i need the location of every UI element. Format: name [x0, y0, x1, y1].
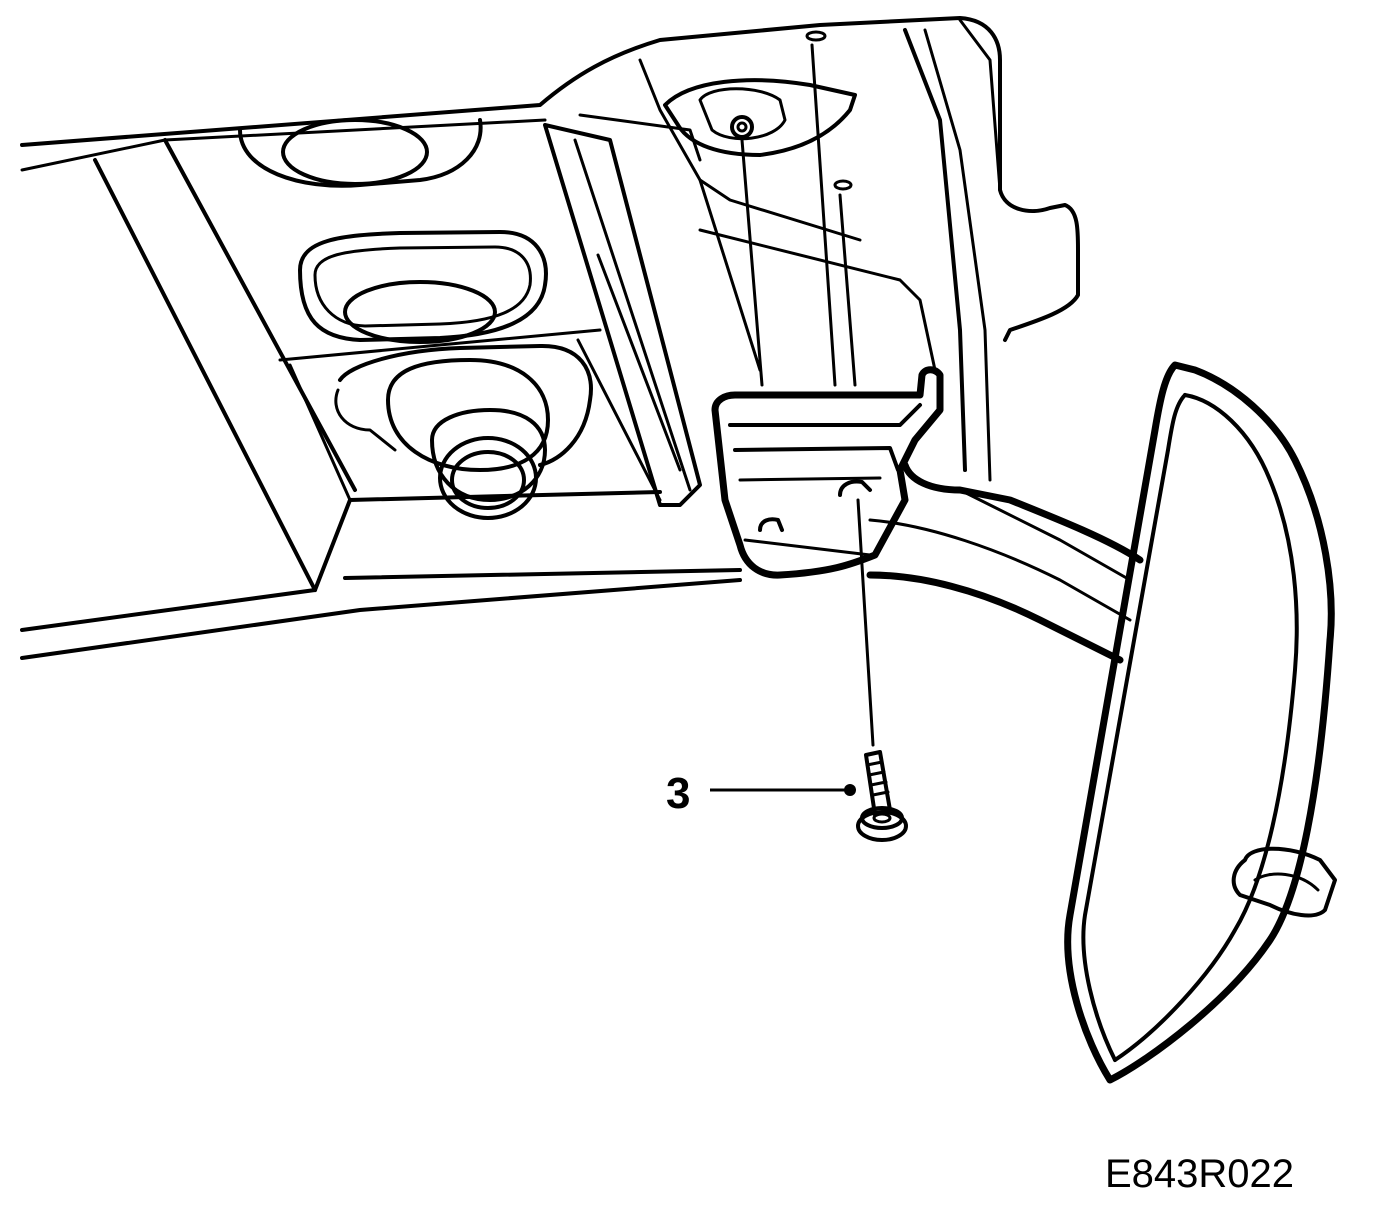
mirror-bracket-icon: [711, 366, 1144, 664]
roof-panel-icon: [20, 16, 1080, 660]
figure-code: E843R022: [1105, 1152, 1294, 1196]
mounting-screw-icon: [856, 498, 908, 842]
callout-3: 3: [666, 769, 856, 818]
dome-light-openings-icon: [238, 118, 593, 520]
rearview-mirror-icon: [1064, 361, 1337, 1084]
mount-boss-icon: [663, 30, 857, 387]
callout-leader-dot: [844, 784, 856, 796]
callout-number: 3: [666, 769, 690, 818]
